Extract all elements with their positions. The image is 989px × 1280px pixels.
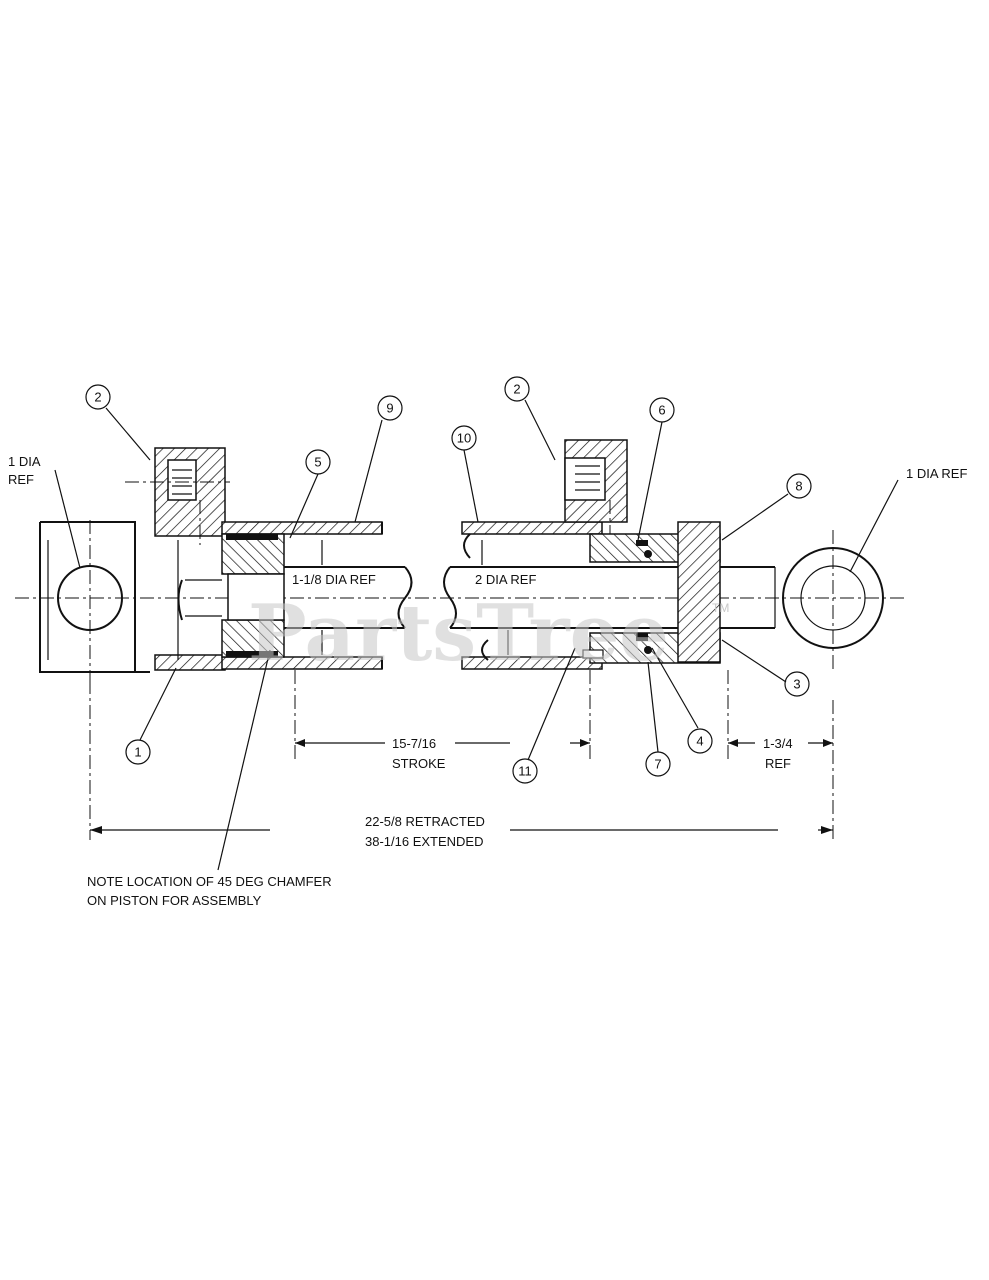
left-clevis bbox=[39, 520, 150, 680]
svg-text:11: 11 bbox=[518, 764, 532, 779]
callout-2-right: 2 bbox=[504, 376, 530, 402]
callout-5: 5 bbox=[305, 449, 331, 475]
callout-leaders bbox=[105, 399, 789, 761]
rod-gland bbox=[564, 439, 721, 664]
rod-right bbox=[443, 566, 776, 629]
svg-text:4: 4 bbox=[696, 734, 703, 749]
svg-text:10: 10 bbox=[457, 431, 471, 446]
assembly-note-line1: NOTE LOCATION OF 45 DEG CHAMFER bbox=[87, 874, 332, 889]
stroke-value: 15-7/16 bbox=[392, 736, 436, 751]
barrel-left bbox=[221, 521, 383, 670]
tube-dia-label: 2 DIA REF bbox=[475, 572, 536, 587]
piston bbox=[221, 533, 285, 658]
callout-7: 7 bbox=[645, 751, 671, 777]
end-ref-label: REF bbox=[765, 756, 791, 771]
callouts: 1 2 2 3 4 5 6 7 8 9 10 11 bbox=[85, 376, 812, 784]
extended-label: 38-1/16 EXTENDED bbox=[365, 834, 484, 849]
watermark: PartsTree bbox=[248, 588, 669, 679]
svg-text:1: 1 bbox=[134, 745, 141, 760]
svg-text:2: 2 bbox=[94, 390, 101, 405]
rod-dia-label: 1-1/8 DIA REF bbox=[292, 572, 376, 587]
callout-6: 6 bbox=[649, 397, 675, 423]
watermark-tm: TM bbox=[712, 601, 729, 615]
svg-text:9: 9 bbox=[386, 401, 393, 416]
callout-8: 8 bbox=[786, 473, 812, 499]
rod-left bbox=[284, 566, 413, 629]
callout-1: 1 bbox=[125, 739, 151, 765]
svg-text:8: 8 bbox=[795, 479, 802, 494]
base-end-cap bbox=[125, 447, 230, 671]
left-dia-label: 1 DIA bbox=[8, 454, 41, 469]
stroke-label: STROKE bbox=[392, 756, 446, 771]
callout-2-left: 2 bbox=[85, 384, 111, 410]
svg-text:6: 6 bbox=[658, 403, 665, 418]
right-dia-label: 1 DIA REF bbox=[906, 466, 967, 481]
end-ref-value: 1-3/4 bbox=[763, 736, 793, 751]
right-eye bbox=[782, 530, 884, 670]
assembly-note-line2: ON PISTON FOR ASSEMBLY bbox=[87, 893, 262, 908]
callout-3: 3 bbox=[784, 671, 810, 697]
callout-4: 4 bbox=[687, 728, 713, 754]
callout-9: 9 bbox=[377, 395, 403, 421]
dimension-lines bbox=[54, 469, 899, 871]
svg-text:5: 5 bbox=[314, 455, 321, 470]
retracted-label: 22-5/8 RETRACTED bbox=[365, 814, 485, 829]
callout-11: 11 bbox=[512, 758, 538, 784]
svg-text:2: 2 bbox=[513, 382, 520, 397]
svg-text:7: 7 bbox=[654, 757, 661, 772]
callout-10: 10 bbox=[451, 425, 477, 451]
left-dia-ref-label: REF bbox=[8, 472, 34, 487]
svg-text:3: 3 bbox=[793, 677, 800, 692]
